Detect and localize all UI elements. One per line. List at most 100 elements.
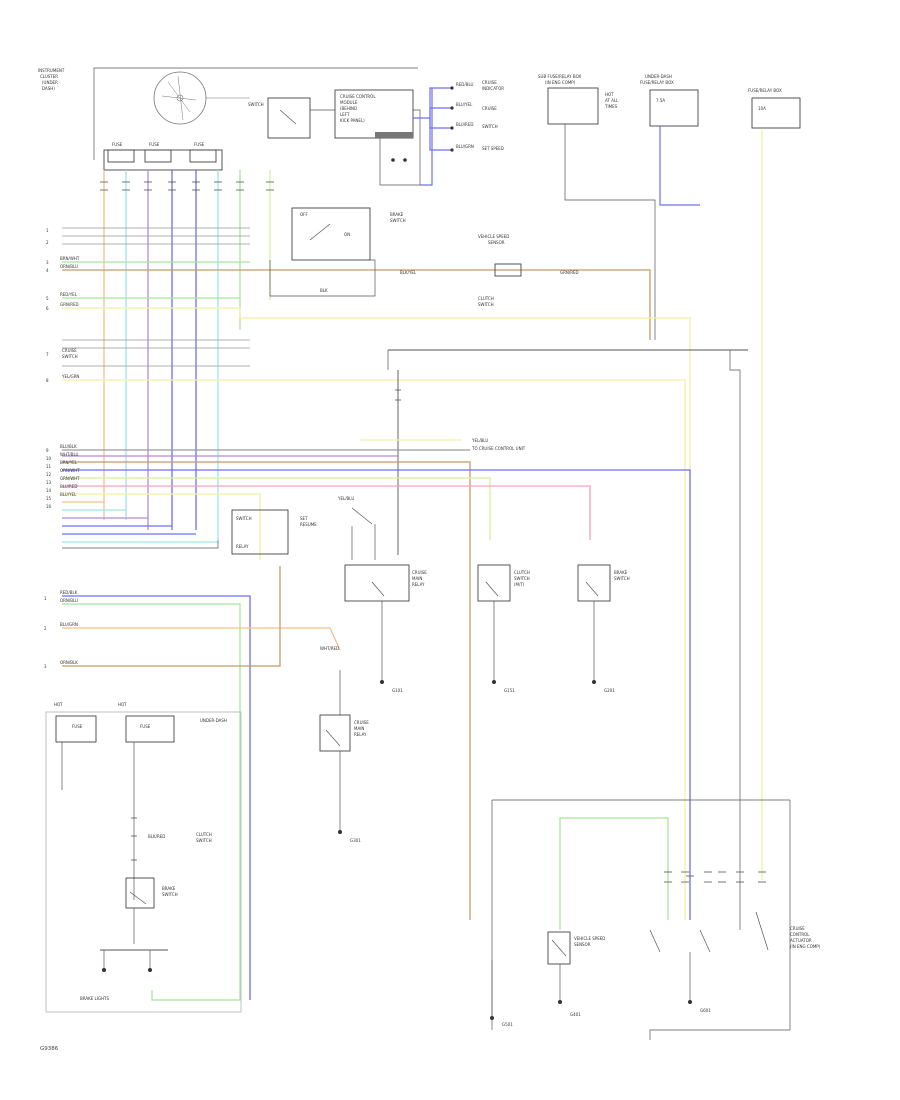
cruise-control-module: CRUISE CONTROL MODULE (BEHIND LEFT KICK … [334, 89, 414, 139]
svg-text:BRAKE: BRAKE [614, 570, 628, 575]
svg-text:TO CRUISE CONTROL UNIT: TO CRUISE CONTROL UNIT [471, 446, 526, 451]
svg-text:(M/T): (M/T) [514, 582, 525, 587]
svg-text:(IN ENG COMP): (IN ENG COMP) [545, 80, 576, 85]
svg-text:14: 14 [46, 488, 52, 493]
svg-text:SENSOR: SENSOR [574, 942, 591, 947]
svg-text:INSTRUMENT: INSTRUMENT [38, 68, 65, 73]
fuse-relay-box-right: FUSE/RELAY BOX 10A [748, 88, 801, 129]
svg-text:BRN/WHT: BRN/WHT [60, 256, 80, 261]
svg-text:G151: G151 [504, 688, 515, 693]
svg-text:LEFT: LEFT [340, 112, 350, 117]
left-connector-block-2 [62, 339, 250, 367]
svg-text:SET SPEED: SET SPEED [482, 146, 504, 151]
svg-text:UNDER-DASH: UNDER-DASH [200, 718, 227, 723]
svg-text:HOT: HOT [54, 702, 63, 707]
actuator-connector-ticks [664, 871, 766, 883]
blue-output-labels: RED/BLU BLU/YEL BLU/RED BLU/GRN CRUISE I… [450, 80, 504, 152]
svg-text:7: 7 [46, 352, 49, 357]
svg-text:11: 11 [46, 464, 52, 469]
relay-1: CRUISE MAIN RELAY G101 [344, 564, 427, 693]
svg-text:G101: G101 [392, 688, 403, 693]
svg-text:BLU/BLK: BLU/BLK [60, 444, 77, 449]
blue-wire-right [659, 126, 700, 206]
svg-text:CRUISE: CRUISE [354, 720, 369, 725]
svg-text:SWITCH: SWITCH [196, 838, 212, 843]
svg-text:BLU/GRN: BLU/GRN [456, 144, 474, 149]
cruise-switch: SWITCH [248, 97, 421, 186]
svg-text:BLK/YEL: BLK/YEL [400, 270, 417, 275]
cruise-switch-middle: SWITCH RELAY SET RESUME YEL/BLU [231, 496, 376, 560]
svg-text:FUSE/RELAY BOX: FUSE/RELAY BOX [748, 88, 782, 93]
svg-text:GRN/RED: GRN/RED [60, 302, 79, 307]
bottom-right-frame [491, 799, 791, 1040]
svg-text:ACTUATOR: ACTUATOR [790, 938, 812, 943]
svg-text:SWITCH: SWITCH [162, 892, 178, 897]
svg-text:FUSE: FUSE [140, 724, 151, 729]
relay-2: CLUTCH SWITCH (M/T) G151 [477, 564, 530, 693]
left-harness-vertical-wires [103, 170, 271, 540]
svg-text:CRUISE: CRUISE [62, 348, 77, 353]
svg-text:9: 9 [46, 448, 49, 453]
svg-text:RELAY: RELAY [354, 732, 367, 737]
svg-text:SWITCH: SWITCH [614, 576, 630, 581]
svg-text:BLU/RED: BLU/RED [456, 122, 473, 127]
blue-output-wires [413, 87, 452, 186]
svg-text:BLU/YEL: BLU/YEL [60, 492, 77, 497]
svg-text:KICK PANEL): KICK PANEL) [340, 118, 365, 123]
mid-pin-numbers: 9 10 11 12 13 14 15 16 [46, 448, 52, 509]
svg-text:ORN/WHT: ORN/WHT [60, 468, 80, 473]
svg-text:CLUTCH: CLUTCH [478, 296, 494, 301]
svg-text:CONTROL: CONTROL [790, 932, 810, 937]
svg-text:RED/BLU: RED/BLU [456, 82, 474, 87]
svg-text:G601: G601 [700, 1008, 711, 1013]
svg-text:SWITCH: SWITCH [514, 576, 530, 581]
svg-text:BLK: BLK [320, 288, 328, 293]
svg-text:FUSE: FUSE [72, 724, 83, 729]
svg-text:13: 13 [46, 480, 52, 485]
svg-text:CLUTCH: CLUTCH [196, 832, 212, 837]
left-harness-bottom [62, 540, 219, 549]
svg-text:HOT: HOT [118, 702, 127, 707]
svg-text:G501: G501 [502, 1022, 513, 1027]
svg-text:GRN/WHT: GRN/WHT [60, 476, 80, 481]
svg-text:FUSE: FUSE [194, 142, 205, 147]
svg-text:2: 2 [46, 240, 49, 245]
svg-text:HOT: HOT [605, 92, 614, 97]
svg-text:MAIN: MAIN [412, 576, 422, 581]
svg-text:G401: G401 [570, 1012, 581, 1017]
svg-text:8: 8 [46, 378, 49, 383]
svg-text:CRUISE: CRUISE [412, 570, 427, 575]
svg-text:WHT/RED: WHT/RED [320, 646, 339, 651]
svg-text:2: 2 [44, 626, 47, 631]
svg-text:BLU/GRN: BLU/GRN [60, 622, 78, 627]
lower-left-labels: RED/BLK ORN/BLU BLU/GRN ORN/BLK 1 2 3 [44, 590, 78, 669]
svg-text:G301: G301 [350, 838, 361, 843]
svg-text:CLUSTER: CLUSTER [40, 74, 58, 79]
svg-text:FUSE/RELAY BOX: FUSE/RELAY BOX [640, 80, 674, 85]
svg-text:CRUISE: CRUISE [482, 106, 497, 111]
svg-text:UNDER-DASH: UNDER-DASH [645, 74, 672, 79]
svg-text:RED/YEL: RED/YEL [60, 292, 78, 297]
svg-text:10A: 10A [758, 106, 766, 111]
relay-4: WHT/RED CRUISE MAIN RELAY G301 [319, 646, 369, 843]
svg-text:SENSOR: SENSOR [488, 240, 505, 245]
svg-text:3: 3 [46, 260, 49, 265]
svg-text:BLU/RED: BLU/RED [60, 484, 77, 489]
svg-text:15: 15 [46, 496, 52, 501]
clock-spring-icon [153, 71, 250, 125]
svg-text:GRN/RED: GRN/RED [560, 270, 579, 275]
lower-left-horizontal-wires [62, 566, 341, 1001]
svg-text:OFF: OFF [300, 212, 308, 217]
svg-text:10: 10 [46, 456, 52, 461]
svg-text:CRUISE: CRUISE [482, 80, 497, 85]
svg-text:RELAY: RELAY [236, 544, 249, 549]
mid-wire-labels: YEL/BLU TO CRUISE CONTROL UNIT BLU/BLK W… [60, 438, 526, 497]
svg-text:CLUTCH: CLUTCH [514, 570, 530, 575]
svg-text:TIMES: TIMES [604, 104, 618, 109]
svg-text:ORN/BLU: ORN/BLU [60, 264, 78, 269]
reference-code: G9386 [40, 1046, 59, 1052]
svg-text:MODULE: MODULE [340, 100, 358, 105]
svg-text:SWITCH: SWITCH [390, 218, 406, 223]
svg-text:RESUME: RESUME [300, 522, 317, 527]
